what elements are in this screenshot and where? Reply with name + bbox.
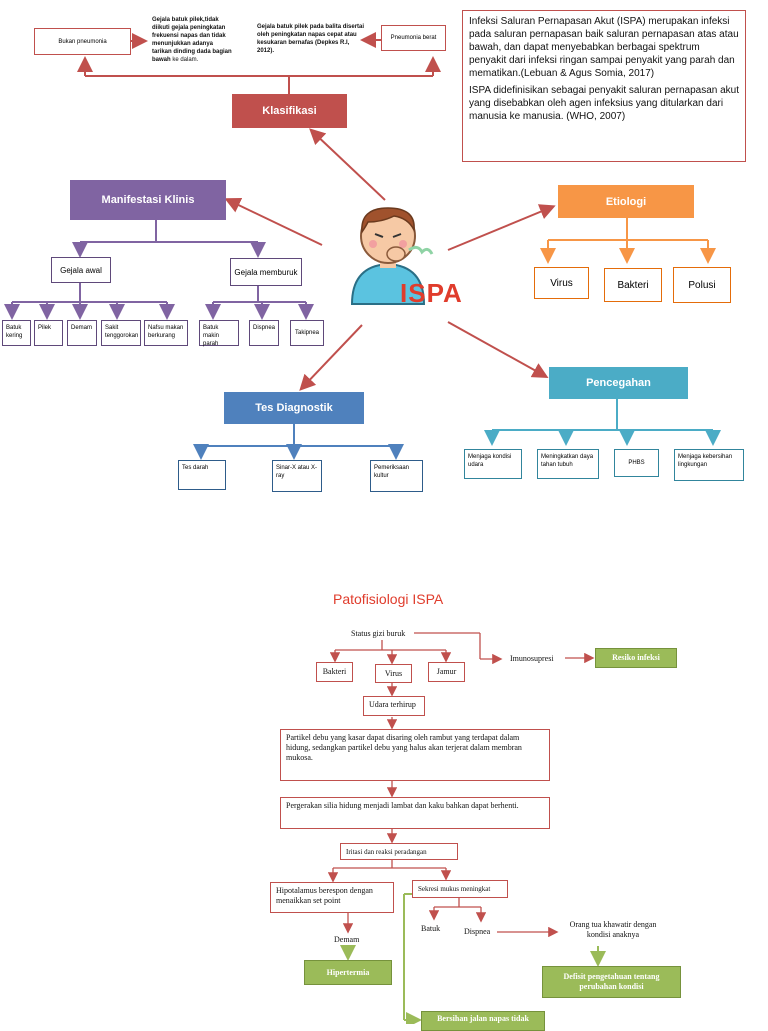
pato-defisit-pengetahuan: Defisit pengetahuan tentang perubahan ko…: [542, 966, 681, 998]
pato-virus: Virus: [375, 664, 412, 683]
definition-para-2: ISPA didefinisikan sebagai penyakit salu…: [469, 85, 739, 122]
pato-dispnea: Dispnea: [464, 927, 491, 936]
pato-bakteri: Bakteri: [316, 662, 353, 682]
tes-sinar-x: Sinar-X atau X-ray: [272, 460, 322, 492]
symptom-dispnea: Dispnea: [249, 320, 279, 346]
pencegahan-daya-tahan: Meningkatkan daya tahan tubuh: [537, 449, 599, 479]
pato-iritasi: Iritasi dan reaksi peradangan: [340, 843, 458, 860]
status-gizi-buruk: Status gizi buruk: [351, 629, 406, 638]
pneumonia-berat-box: Pneumonia berat: [381, 25, 446, 51]
etiologi-header: Etiologi: [558, 185, 694, 218]
definition-para-1: Infeksi Saluran Pernapasan Akut (ISPA) m…: [469, 16, 739, 79]
manifestasi-klinis-header: Manifestasi Klinis: [70, 180, 226, 220]
pato-hipotalamus: Hipotalamus berespon dengan menaikkan se…: [270, 882, 394, 913]
pencegahan-kebersihan: Menjaga kebersihan lingkungan: [674, 449, 744, 481]
bukan-pneumonia-desc-main: Gejala batuk pilek,tidak diikuti gejala …: [152, 17, 232, 63]
pato-imunosupresi: Imunosupresi: [510, 654, 554, 663]
pato-sekresi-mukus: Sekresi mukus meningkat: [412, 880, 508, 898]
pato-orang-tua: Orang tua khawatir dengan kondisi anakny…: [569, 920, 657, 939]
pato-hipertermia: Hipertermia: [304, 960, 392, 985]
symptom-sakit-tenggorokan: Sakit tenggorokan: [101, 320, 141, 346]
ispa-center-label: ISPA: [400, 278, 463, 308]
pneumonia-berat-desc: Gejala batuk pilek pada balita disertai …: [257, 24, 365, 54]
symptom-batuk-kering: Batuk kering: [2, 320, 31, 346]
etiologi-bakteri: Bakteri: [604, 268, 662, 302]
pato-demam: Demam: [334, 935, 360, 944]
symptom-nafsu-makan: Nafsu makan berkurang: [144, 320, 188, 346]
bukan-pneumonia-desc: Gejala batuk pilek,tidak diikuti gejala …: [152, 16, 232, 64]
symptom-takipnea: Takipnea: [290, 320, 324, 346]
pato-jamur: Jamur: [428, 662, 465, 682]
pato-batuk: Batuk: [421, 924, 441, 933]
tes-diagnostik-header: Tes Diagnostik: [224, 392, 364, 424]
coughing-child-icon: [350, 207, 434, 305]
etiologi-virus: Virus: [534, 267, 589, 299]
etiologi-polusi: Polusi: [673, 267, 731, 303]
bukan-pneumonia-box: Bukan pneumonia: [34, 28, 131, 55]
symptom-batuk-makin-parah: Batuk makin parah: [199, 320, 239, 347]
patofisiologi-title: Patofisiologi ISPA: [333, 591, 444, 607]
definition-box: Infeksi Saluran Pernapasan Akut (ISPA) m…: [462, 10, 746, 162]
pato-udara-terhirup: Udara terhirup: [363, 696, 425, 716]
pencegahan-header: Pencegahan: [549, 367, 688, 399]
symptom-demam: Demam: [67, 320, 97, 346]
pato-partikel-debu: Partikel debu yang kasar dapat disaring …: [280, 729, 550, 781]
gejala-awal-box: Gejala awal: [51, 257, 111, 283]
symptom-pilek: Pilek: [34, 320, 63, 346]
pato-bersihan-jalan-napas: Bersihan jalan napas tidak: [421, 1011, 545, 1031]
tes-kultur: Pemeriksaan kultur: [370, 460, 423, 492]
bukan-pneumonia-desc-tail: ke dalam.: [170, 57, 199, 63]
tes-darah: Tes darah: [178, 460, 226, 490]
gejala-memburuk-box: Gejala memburuk: [230, 258, 302, 286]
pencegahan-phbs: PHBS: [614, 449, 659, 477]
klasifikasi-header: Klasifikasi: [232, 94, 347, 128]
pato-pergerakan-silia: Pergerakan silia hidung menjadi lambat d…: [280, 797, 550, 829]
pencegahan-kondisi-udara: Menjaga kondisi udara: [464, 449, 522, 479]
pato-resiko-infeksi: Resiko infeksi: [595, 648, 677, 668]
